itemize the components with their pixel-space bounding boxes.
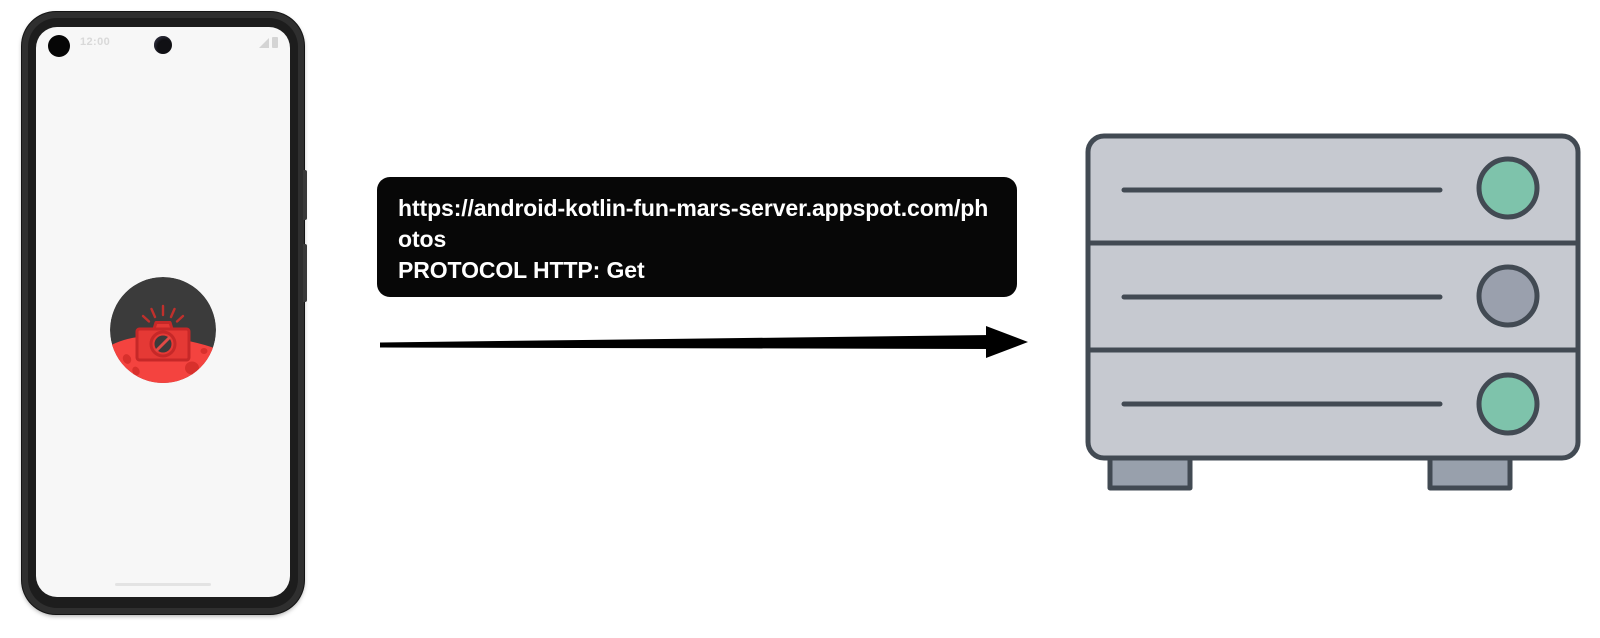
status-bar-time: 12:00 [80, 36, 111, 48]
volume-button[interactable] [303, 170, 307, 220]
mars-photos-camera-logo-icon [110, 277, 216, 383]
front-camera-punch-hole-icon [154, 36, 172, 54]
callout-url-line: https://android-kotlin-fun-mars-server.a… [398, 195, 989, 252]
phone-screen: 12:00 [36, 27, 290, 597]
android-phone-mockup: 12:00 [22, 12, 307, 614]
status-led-idle-2 [1476, 264, 1540, 328]
home-gesture-indicator-icon [115, 583, 211, 586]
status-bar: 12:00 [36, 27, 290, 61]
battery-icon [272, 37, 278, 48]
web-server-illustration [1080, 128, 1586, 496]
http-request-callout: https://android-kotlin-fun-mars-server.a… [377, 177, 1017, 297]
status-bar-icons [259, 37, 278, 48]
callout-protocol-line: PROTOCOL HTTP: Get [398, 257, 645, 283]
power-button[interactable] [303, 244, 307, 302]
status-led-green-3 [1476, 372, 1540, 436]
status-led-green-1 [1476, 156, 1540, 220]
request-direction-arrow [372, 318, 1032, 364]
profile-avatar-icon [48, 35, 70, 57]
cellular-signal-icon [259, 38, 269, 48]
